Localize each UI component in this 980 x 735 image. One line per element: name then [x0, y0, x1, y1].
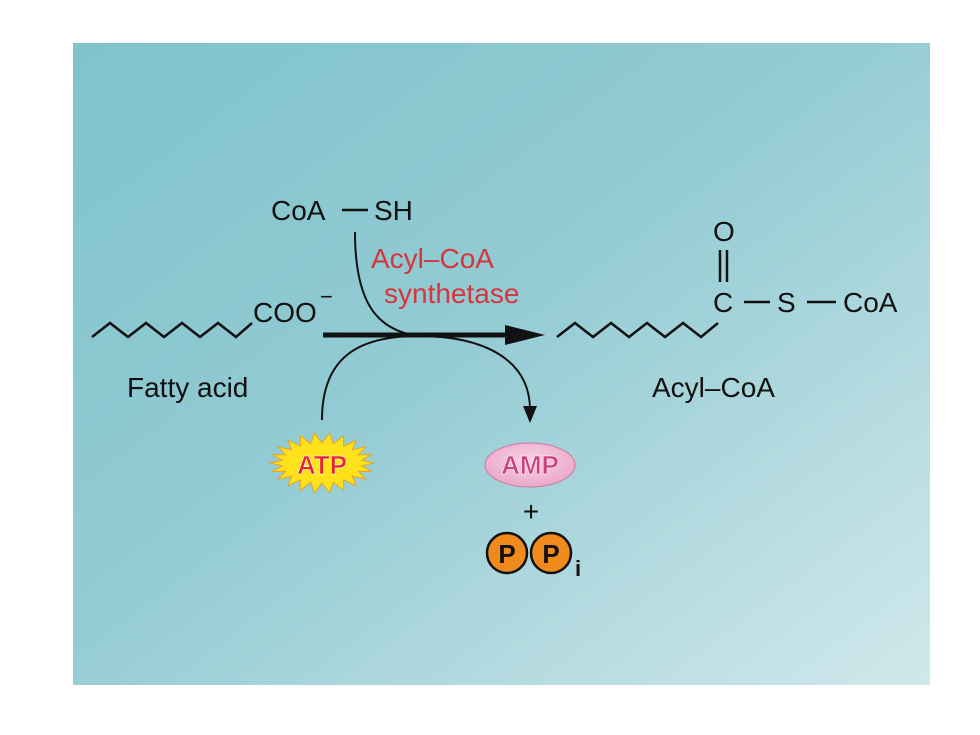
fatty-acid-group: COO [253, 297, 317, 328]
acyl-chain [556, 321, 719, 339]
fatty-acid-charge: − [320, 284, 333, 309]
coash-input-curve [354, 231, 419, 337]
amp-ellipse [484, 442, 576, 488]
fatty-acid-label: Fatty acid [127, 372, 248, 403]
background-panel [73, 43, 930, 685]
coash-right-label: SH [374, 195, 413, 226]
atp-starburst [269, 432, 375, 494]
enzyme-label-line1: Acyl–CoA [371, 243, 494, 274]
fatty-acid-chain [91, 321, 253, 339]
amp-output-curve [417, 335, 531, 411]
pi-label-1: P [498, 539, 515, 569]
acyl-carbon: C [713, 287, 733, 318]
acyl-sulfur: S [777, 287, 796, 318]
acyl-coa-label: Acyl–CoA [652, 372, 775, 403]
pi-subscript: i [575, 556, 581, 581]
coash-left-label: CoA [271, 195, 326, 226]
acyl-oxygen: O [713, 216, 735, 247]
plus-sign: + [523, 496, 539, 527]
pi-circle-1 [485, 531, 529, 575]
atp-label: ATP [297, 450, 347, 480]
pi-label-2: P [542, 539, 559, 569]
enzyme-label-line2: synthetase [384, 278, 519, 309]
amp-label: AMP [501, 450, 559, 480]
main-arrow-head [505, 325, 545, 345]
acyl-coa-group: CoA [843, 287, 898, 318]
atp-input-curve [321, 335, 419, 421]
pi-circle-2 [529, 531, 573, 575]
amp-output-arrowhead [523, 406, 537, 423]
